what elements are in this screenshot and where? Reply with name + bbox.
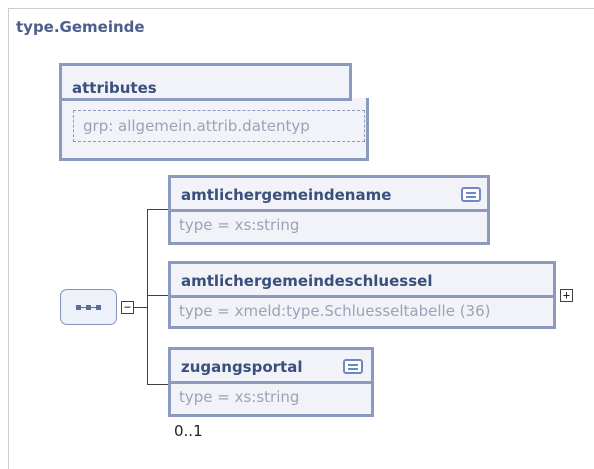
element-type: type = xs:string — [179, 388, 300, 406]
element-separator — [171, 295, 553, 298]
attributes-box[interactable]: attributes grp: allgemein.attrib.datenty… — [59, 63, 375, 161]
element-zugangsportal[interactable]: zugangsportal type = xs:string — [168, 347, 374, 417]
connector-line — [134, 307, 147, 308]
sequence-icon — [76, 305, 101, 310]
sequence-compositor[interactable] — [60, 289, 117, 325]
occurrence-label: 0..1 — [174, 422, 203, 440]
connector-branch-3 — [147, 384, 168, 385]
connector-branch-2 — [147, 295, 168, 296]
expand-toggle-icon[interactable]: + — [560, 289, 573, 302]
element-separator — [171, 209, 487, 212]
documentation-icon[interactable] — [461, 187, 481, 202]
attribute-group-ref[interactable]: grp: allgemein.attrib.datentyp — [73, 110, 365, 142]
element-name: amtlichergemeindename — [181, 186, 392, 204]
connector-branch-1 — [147, 209, 168, 210]
collapse-toggle-icon[interactable]: − — [121, 301, 134, 314]
attributes-corner — [352, 63, 375, 98]
frame-title: type.Gemeinde — [16, 18, 145, 36]
element-type: type = xmeld:type.Schluesseltabelle (36) — [179, 302, 491, 320]
element-amtlichergemeindename[interactable]: amtlichergemeindename type = xs:string — [168, 175, 490, 245]
element-name: zugangsportal — [181, 358, 303, 376]
element-separator — [171, 381, 371, 384]
attributes-header — [62, 66, 352, 101]
complex-type-frame: type.Gemeinde — [8, 8, 594, 469]
connector-trunk — [147, 209, 148, 385]
element-amtlichergemeindeschluessel[interactable]: amtlichergemeindeschluessel type = xmeld… — [168, 261, 556, 329]
element-name: amtlichergemeindeschluessel — [181, 272, 433, 290]
documentation-icon[interactable] — [343, 359, 363, 374]
element-type: type = xs:string — [179, 216, 300, 234]
attributes-label: attributes — [72, 79, 157, 97]
